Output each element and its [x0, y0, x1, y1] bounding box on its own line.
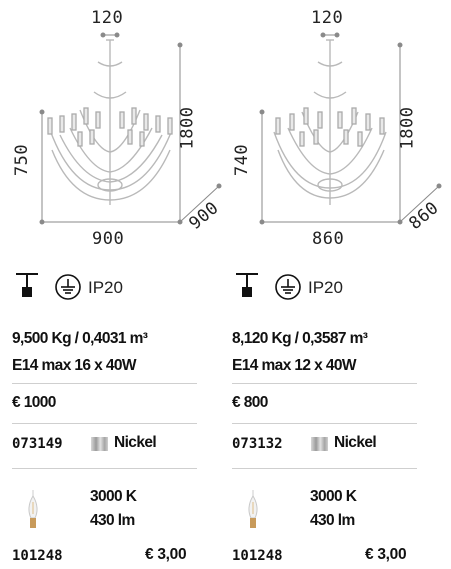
bulb-code: 101248 [232, 548, 283, 564]
dimension-body-height: 740 [232, 143, 253, 177]
dimension-height: 1800 [177, 106, 198, 150]
dimension-top: 120 [311, 8, 344, 28]
price: € 1000 [12, 394, 56, 411]
chandelier-drawing [39, 32, 222, 225]
finish-swatch-icon [311, 437, 328, 451]
bulb-code: 101248 [12, 548, 63, 564]
lamp-spec: E14 max 16 x 40W [12, 357, 137, 374]
bulb-price: € 3,00 [145, 546, 187, 563]
dimension-top: 120 [91, 8, 124, 28]
led-filament-bulb-icon [248, 490, 258, 528]
divider [12, 423, 197, 424]
installation-icons: IP20 [232, 272, 432, 302]
product-code: 073132 [232, 436, 283, 452]
finish-name: Nickel [334, 434, 377, 451]
ceiling-mount-icon [236, 273, 258, 297]
product-card-073132: 120 1800 740 860 860 IP20 8,120 Kg / 0,3… [232, 0, 443, 569]
finish-swatch-icon [91, 437, 108, 451]
divider [232, 423, 417, 424]
divider [12, 383, 197, 384]
bulb-price: € 3,00 [365, 546, 407, 563]
dimension-height: 1800 [397, 106, 418, 150]
product-code: 073149 [12, 436, 63, 452]
installation-icons: IP20 [12, 272, 212, 302]
dimension-width: 900 [92, 229, 125, 249]
dimension-width: 860 [312, 229, 345, 249]
divider [232, 383, 417, 384]
divider [232, 468, 417, 469]
dimension-body-height: 750 [12, 143, 33, 177]
weight-volume: 8,120 Kg / 0,3587 m³ [232, 330, 368, 347]
ground-symbol-icon [275, 274, 301, 300]
ground-symbol-icon [55, 274, 81, 300]
bulb-lumen: 430 lm [310, 512, 355, 529]
chandelier-drawing [259, 32, 442, 225]
bulb-temperature: 3000 K [90, 488, 137, 505]
bulb-temperature: 3000 K [310, 488, 357, 505]
product-card-073149: 120 1800 750 900 900 IP20 9,500 Kg / 0,4… [12, 0, 223, 569]
ceiling-mount-icon [16, 273, 38, 297]
lamp-spec: E14 max 12 x 40W [232, 357, 357, 374]
ip-rating: IP20 [308, 278, 343, 297]
price: € 800 [232, 394, 268, 411]
weight-volume: 9,500 Kg / 0,4031 m³ [12, 330, 148, 347]
ip-rating: IP20 [88, 278, 123, 297]
finish-name: Nickel [114, 434, 157, 451]
bulb-lumen: 430 lm [90, 512, 135, 529]
divider [12, 468, 197, 469]
led-filament-bulb-icon [28, 490, 38, 528]
